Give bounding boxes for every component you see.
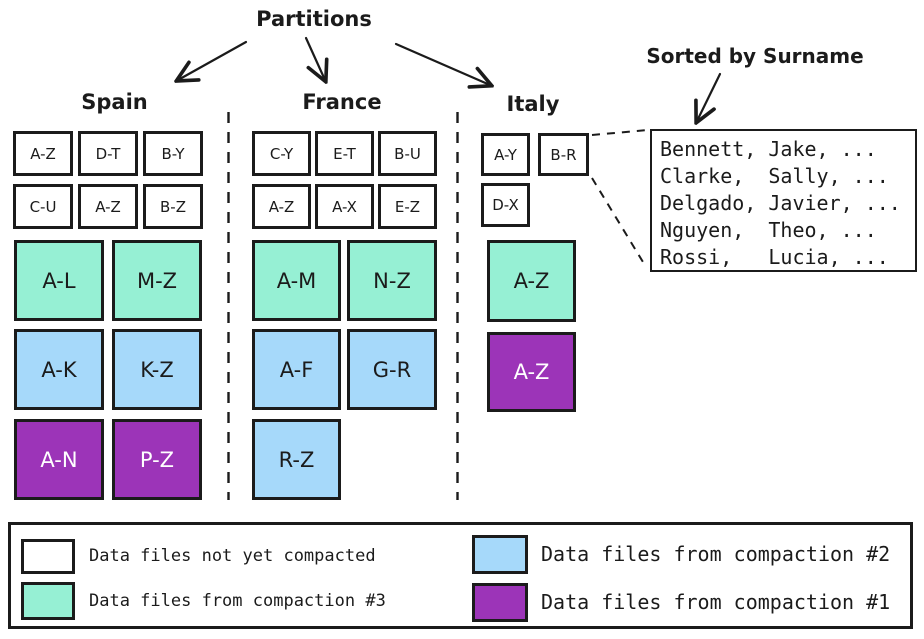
- legend-swatch-compaction1: [472, 583, 528, 622]
- legend: Data files not yet compacted Data files …: [8, 522, 913, 629]
- legend-label: Data files not yet compacted: [89, 546, 376, 566]
- file-box-compaction2: A-K: [14, 329, 104, 410]
- surname-row: Delgado, Javier, ...: [660, 191, 901, 215]
- file-box-compaction1: A-Z: [487, 332, 576, 412]
- sorted-by-surname-label: Sorted by Surname: [646, 44, 864, 68]
- file-box-compaction3: A-Z: [487, 240, 576, 322]
- file-box: C-Y: [252, 131, 311, 176]
- diagram-title: Partitions: [256, 7, 372, 31]
- partition-header-italy: Italy: [506, 92, 560, 116]
- file-box: B-U: [378, 131, 437, 176]
- partition-header-spain: Spain: [81, 90, 148, 114]
- file-box: A-Y: [481, 133, 530, 176]
- file-box-compaction3: M-Z: [112, 240, 202, 321]
- arrow-sorted-to-box: [697, 72, 722, 121]
- legend-label: Data files from compaction #1: [541, 590, 891, 614]
- file-box-compaction3: A-L: [14, 240, 104, 321]
- file-box: E-T: [315, 131, 374, 176]
- surname-row: Rossi, Lucia, ...: [660, 245, 889, 269]
- callout-line-top: [591, 129, 649, 136]
- file-box: B-Y: [143, 131, 203, 176]
- arrow-to-spain: [178, 40, 248, 80]
- file-box-compaction2: G-R: [347, 329, 437, 410]
- legend-swatch-compaction3: [21, 582, 75, 620]
- file-box: A-Z: [78, 184, 138, 229]
- file-box-compaction1: P-Z: [112, 419, 202, 500]
- file-box-compaction3: A-M: [252, 240, 341, 321]
- file-box-compaction2: R-Z: [252, 419, 341, 500]
- file-box: C-U: [13, 184, 73, 229]
- file-box: E-Z: [378, 184, 437, 229]
- surname-row: Bennett, Jake, ...: [660, 137, 877, 161]
- legend-swatch-uncompacted: [21, 539, 75, 574]
- file-box: D-T: [78, 131, 138, 176]
- file-box-compaction2: K-Z: [112, 329, 202, 410]
- legend-label: Data files from compaction #2: [541, 542, 891, 566]
- surname-row: Nguyen, Theo, ...: [660, 218, 877, 242]
- surname-list-box: Bennett, Jake, ... Clarke, Sally, ... De…: [650, 129, 917, 272]
- arrow-to-italy: [394, 42, 490, 85]
- file-box: D-X: [481, 183, 530, 227]
- file-box: A-Z: [252, 184, 311, 229]
- file-box: A-Z: [13, 131, 73, 176]
- legend-swatch-compaction2: [472, 535, 528, 574]
- callout-line-bottom: [591, 177, 647, 268]
- file-box-compaction1: A-N: [14, 419, 104, 500]
- file-box: B-R: [538, 133, 589, 176]
- surname-row: Clarke, Sally, ...: [660, 164, 889, 188]
- file-box-compaction2: A-F: [252, 329, 341, 410]
- arrow-to-france: [304, 36, 325, 80]
- file-box-compaction3: N-Z: [347, 240, 437, 321]
- file-box: A-X: [315, 184, 374, 229]
- file-box: B-Z: [143, 184, 203, 229]
- legend-label: Data files from compaction #3: [89, 591, 386, 611]
- partition-header-france: France: [302, 90, 382, 114]
